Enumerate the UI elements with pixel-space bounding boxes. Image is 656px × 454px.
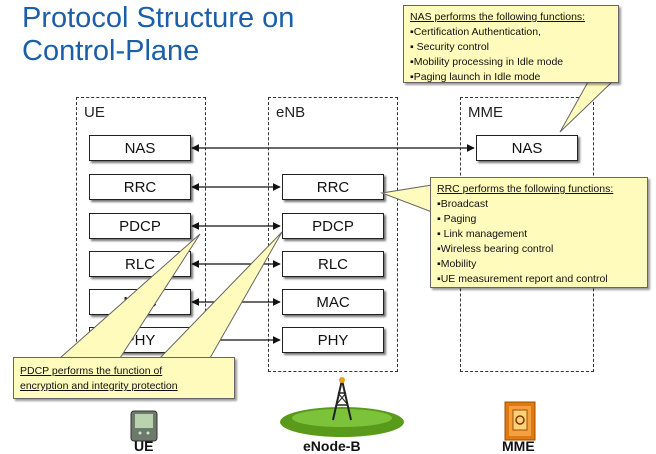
ue-bottom-label: UE <box>134 438 154 454</box>
rrc-callout-item: ▪ Link management <box>437 228 528 240</box>
title-line-1: Protocol Structure on <box>22 2 295 34</box>
pdcp-callout-heading: PDCP performs the function of <box>20 365 163 377</box>
ue-pdcp-box: PDCP <box>89 213 191 239</box>
diagram-title: Protocol Structure on Control-Plane <box>22 2 294 68</box>
rrc-callout-item: ▪UE measurement report and control <box>437 273 608 285</box>
rrc-callout-item: ▪Mobility <box>437 258 477 270</box>
rrc-callout-item: ▪ Paging <box>437 213 477 225</box>
ue-nas-box: NAS <box>89 135 191 161</box>
nas-callout-item: ▪Certification Authentication, <box>410 26 541 38</box>
rrc-callout-item: ▪Wireless bearing control <box>437 243 554 255</box>
nas-callout: NAS performs the following functions: ▪C… <box>403 5 619 83</box>
mme-bottom-label: MME <box>502 438 535 454</box>
enb-column <box>268 97 398 372</box>
enb-rlc-box: RLC <box>282 251 384 277</box>
pdcp-callout: PDCP performs the function of encryption… <box>13 357 235 399</box>
rrc-callout: RRC performs the following functions: ▪B… <box>430 177 648 288</box>
mme-server-icon <box>504 401 536 441</box>
pdcp-callout-line2: encryption and integrity protection <box>20 380 178 392</box>
enb-phy-box: PHY <box>282 327 384 353</box>
nas-callout-item: ▪Paging launch in Idle mode <box>410 71 541 83</box>
nas-callout-heading: NAS performs the following functions: <box>410 11 586 23</box>
phone-icon <box>130 410 158 442</box>
enb-pdcp-box: PDCP <box>282 213 384 239</box>
mme-nas-box: NAS <box>476 135 578 161</box>
nas-callout-item: ▪Mobility processing in Idle mode <box>410 56 564 68</box>
rrc-callout-item: ▪Broadcast <box>437 198 488 210</box>
nas-callout-item: ▪ Security control <box>410 41 490 53</box>
mme-column-label: MME <box>468 104 503 121</box>
ue-rrc-box: RRC <box>89 174 191 200</box>
ue-column-label: UE <box>84 104 105 121</box>
enb-mac-box: MAC <box>282 289 384 315</box>
enb-rrc-box: RRC <box>282 174 384 200</box>
title-line-2: Control-Plane <box>22 35 200 67</box>
enb-column-label: eNB <box>276 104 306 121</box>
rrc-callout-heading: RRC performs the following functions: <box>437 183 614 195</box>
base-station-icon <box>280 377 404 437</box>
enb-bottom-label: eNode-B <box>303 438 361 454</box>
